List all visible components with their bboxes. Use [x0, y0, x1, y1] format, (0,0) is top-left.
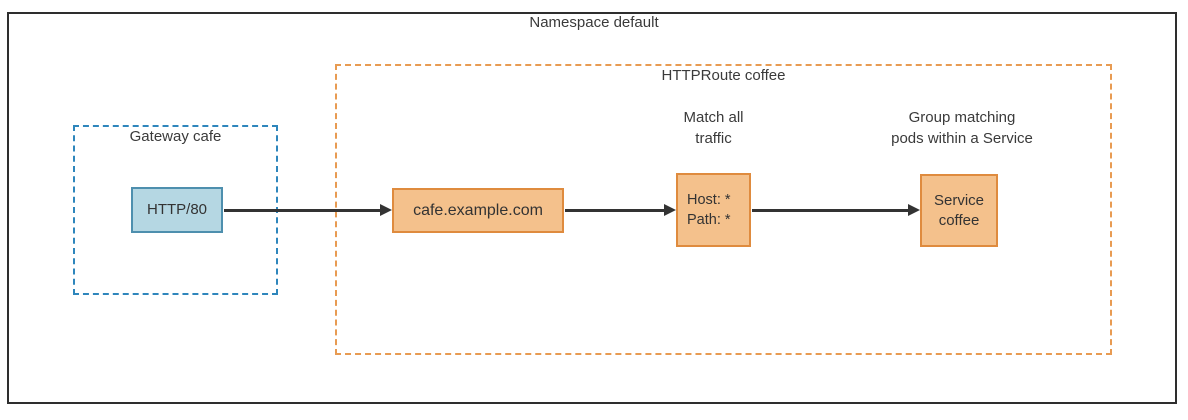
arrow-match-to-service-icon — [752, 204, 920, 216]
arrow-gateway-to-hostname-icon — [224, 204, 392, 216]
arrow-hostname-to-match-icon — [565, 204, 676, 216]
match-annotation: Match all traffic — [631, 107, 796, 149]
match-path-rule: Path: * — [687, 212, 731, 228]
match-annotation-line1: Match all — [683, 109, 744, 126]
service-label-line1: Service — [933, 191, 985, 209]
httproute-group-title: HTTPRoute coffee — [661, 67, 786, 84]
match-rules-node: Host: * Path: * — [676, 173, 751, 247]
hostname-node: cafe.example.com — [392, 188, 564, 233]
service-label-line2: coffee — [938, 211, 980, 229]
service-node: Service coffee — [920, 174, 998, 247]
namespace-title: Namespace default — [529, 14, 659, 31]
backend-annotation-line2: pods within a Service — [891, 130, 1033, 147]
match-host-rule: Host: * — [687, 192, 731, 208]
gateway-listener-label: HTTP/80 — [146, 201, 207, 218]
backend-annotation-line1: Group matching — [908, 109, 1016, 126]
gateway-listener-node: HTTP/80 — [131, 187, 223, 233]
hostname-label: cafe.example.com — [413, 201, 543, 219]
gateway-group-title: Gateway cafe — [129, 128, 222, 145]
match-annotation-line2: traffic — [695, 130, 732, 147]
backend-annotation: Group matching pods within a Service — [862, 107, 1062, 149]
